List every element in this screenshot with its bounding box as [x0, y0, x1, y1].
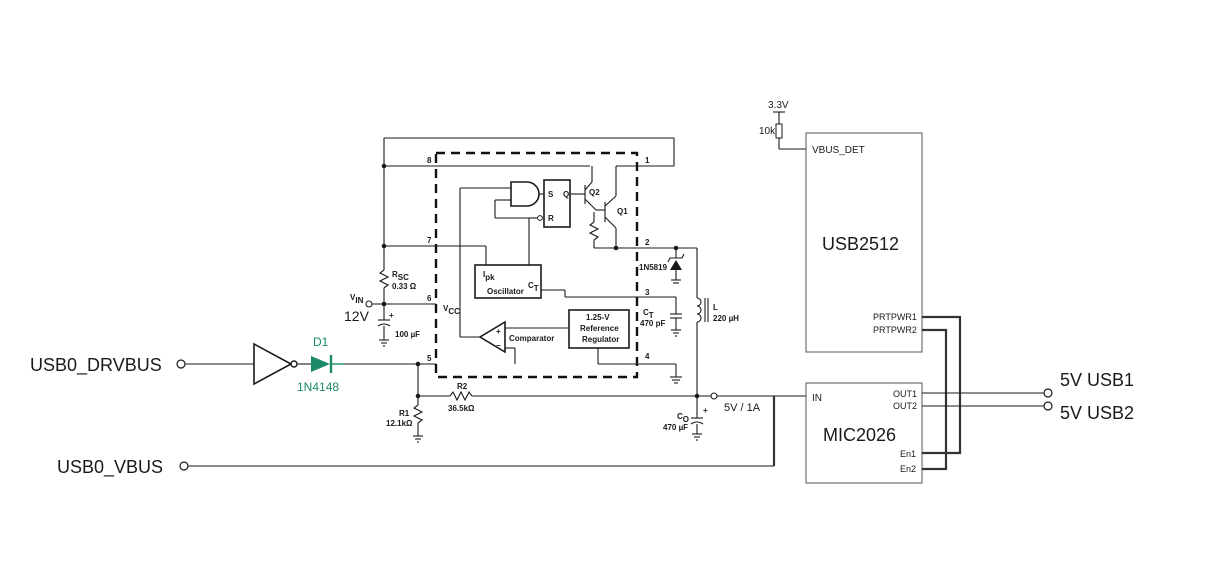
- pullup-value: 10k: [759, 126, 776, 137]
- vin-terminal[interactable]: [365, 300, 373, 308]
- inverter-bubble: [290, 360, 298, 368]
- diode-d1: [311, 356, 330, 372]
- oscillator-block: [474, 264, 542, 299]
- regulator-outline: [434, 151, 639, 379]
- output-rail: + CO 470 µF 5V / 1A: [663, 392, 806, 466]
- drvbus-terminal[interactable]: [176, 359, 186, 369]
- feedback-divider: R1 12.1kΩ R2 36.5kΩ: [386, 364, 711, 443]
- mic-out2-pin: OUT2: [893, 401, 917, 411]
- svg-text:VCC: VCC: [443, 304, 460, 316]
- oscillator-label: Oscillator: [487, 287, 524, 296]
- pin-6: 6: [427, 294, 432, 303]
- d1-ref: D1: [313, 335, 329, 349]
- drvbus-net: USB0_DRVBUS D1 1N4148: [30, 335, 436, 394]
- usb2512-name: USB2512: [822, 234, 899, 254]
- comparator: [478, 320, 506, 354]
- usb2-label: 5V USB2: [1060, 403, 1134, 423]
- latch: [543, 179, 571, 228]
- resistor-rsc: [378, 269, 390, 289]
- usb1-terminal[interactable]: [1043, 388, 1053, 398]
- pin-7: 7: [427, 236, 432, 245]
- vin-value: 12V: [344, 308, 370, 324]
- ct-value: 470 pF: [640, 319, 665, 328]
- enable-wiring: [922, 315, 962, 471]
- r2-value: 36.5kΩ: [448, 404, 475, 413]
- svg-text:CO: CO: [677, 412, 689, 424]
- svg-text:+: +: [389, 311, 394, 320]
- svg-text:R: R: [548, 214, 554, 223]
- pin-5: 5: [427, 354, 432, 363]
- schottky-diode: [670, 260, 682, 270]
- co-value: 470 µF: [663, 423, 688, 432]
- comparator-label: Comparator: [509, 334, 554, 343]
- rail-5v-terminal[interactable]: [710, 392, 718, 400]
- q2-label: Q2: [589, 188, 600, 197]
- svg-text:+: +: [703, 406, 708, 415]
- inductor-ref: L: [713, 303, 718, 312]
- vbus-terminal[interactable]: [179, 461, 189, 471]
- usb2512-chip: 3.3V 10k VBUS_DET USB2512 PRTPWR1 PRTPWR…: [759, 100, 923, 353]
- vbus-det-pin: VBUS_DET: [812, 145, 865, 156]
- svg-text:Ipk: Ipk: [483, 270, 495, 282]
- prtpwr1-pin: PRTPWR1: [873, 312, 917, 322]
- r2-ref: R2: [457, 382, 468, 391]
- mic-in-pin: IN: [812, 393, 822, 404]
- rsc-value: 0.33 Ω: [392, 282, 417, 291]
- svg-text:CT: CT: [643, 308, 654, 320]
- svg-text:Regulator: Regulator: [582, 335, 619, 344]
- svg-text:Q: Q: [563, 190, 569, 199]
- resistor-r1: [412, 404, 424, 424]
- drvbus-label: USB0_DRVBUS: [30, 355, 162, 376]
- mic2026-chip: IN OUT1 OUT2 MIC2026 En1 En2: [805, 382, 923, 484]
- mic-en2-pin: En2: [900, 464, 916, 474]
- svg-text:+: +: [496, 327, 501, 336]
- usb2512-box: [805, 132, 923, 353]
- usb2-terminal[interactable]: [1043, 401, 1053, 411]
- and-gate: [510, 181, 540, 207]
- reference-block: [568, 309, 630, 349]
- v33-label: 3.3V: [768, 100, 789, 111]
- prtpwr2-pin: PRTPWR2: [873, 325, 917, 335]
- r1-value: 12.1kΩ: [386, 419, 413, 428]
- pin-3: 3: [645, 288, 650, 297]
- cin-value: 100 µF: [395, 330, 420, 339]
- pullup-resistor: [775, 123, 783, 139]
- d1-part: 1N4148: [297, 380, 339, 394]
- r1-ref: R1: [399, 409, 410, 418]
- pin-8: 8: [427, 156, 432, 165]
- usb-outputs: 5V USB1 5V USB2: [922, 370, 1134, 423]
- svg-text:VIN: VIN: [350, 293, 364, 305]
- vbus-net: USB0_VBUS: [57, 457, 774, 478]
- vbus-label: USB0_VBUS: [57, 457, 163, 478]
- inverter-buffer: [253, 342, 293, 386]
- mic2026-name: MIC2026: [823, 425, 896, 445]
- rail-5v-label: 5V / 1A: [724, 402, 761, 414]
- svg-text:RSC: RSC: [392, 270, 409, 282]
- svg-text:Reference: Reference: [580, 324, 619, 333]
- usb1-label: 5V USB1: [1060, 370, 1134, 390]
- pin-2: 2: [645, 238, 650, 247]
- svg-text:CT: CT: [528, 281, 539, 293]
- mic-out1-pin: OUT1: [893, 389, 917, 399]
- q1-label: Q1: [617, 207, 628, 216]
- mic2026-box: [805, 382, 923, 484]
- inductor-value: 220 µH: [713, 314, 739, 323]
- svg-text:1.25-V: 1.25-V: [586, 313, 610, 322]
- svg-text:S: S: [548, 190, 554, 199]
- svg-text:−: −: [496, 341, 501, 350]
- regulator-block: 8 1 7 RSC 0.33 Ω VIN 12V 6 VCC + 100 µF …: [344, 137, 739, 396]
- pin-1: 1: [645, 156, 650, 165]
- mic-en1-pin: En1: [900, 449, 916, 459]
- schottky-label: 1N5819: [639, 263, 668, 272]
- resistor-r2: [449, 390, 473, 402]
- pin-4: 4: [645, 352, 650, 361]
